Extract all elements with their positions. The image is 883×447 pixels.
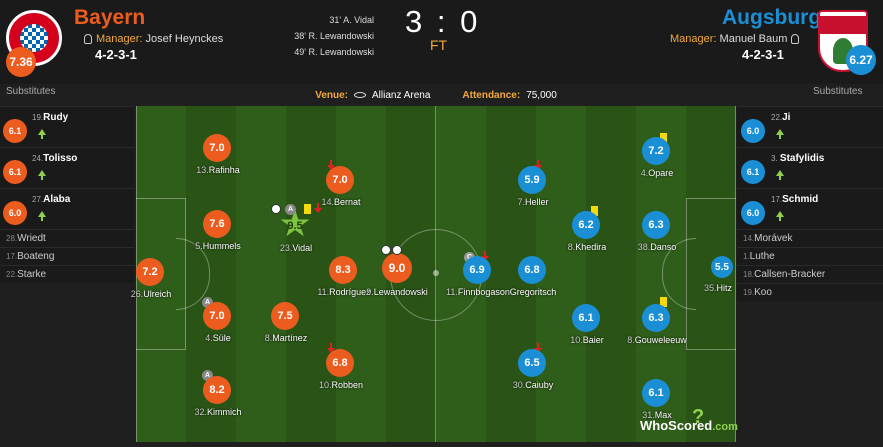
venue-bar: Venue: Allianz Arena Attendance: 75,000 <box>136 84 736 106</box>
away-subs-list: 6.0 22.Ji 6.1 3. Stafylidis 6.0 17.Schmi… <box>737 106 883 301</box>
home-subs-list: 6.1 19.Rudy 6.1 24.Tolisso 6.0 27.Alaba … <box>0 106 134 283</box>
sub-row[interactable]: 6.1 19.Rudy <box>0 106 134 147</box>
yellow-card-icon <box>591 206 598 216</box>
sub-row[interactable]: 6.0 22.Ji <box>737 106 883 147</box>
match-status: FT <box>430 37 448 53</box>
goal-item: 38' R. Lewandowski <box>294 31 374 41</box>
sub-out-icon <box>327 160 335 170</box>
attendance-value: 75,000 <box>526 89 557 101</box>
away-subs-header: Substitutes <box>813 86 863 97</box>
sub-row[interactable]: 6.1 3. Stafylidis <box>737 147 883 188</box>
away-team-name[interactable]: Augsburg <box>722 6 822 29</box>
yellow-card-icon <box>660 133 667 143</box>
sub-in-icon <box>776 170 784 180</box>
sub-rating: 6.0 <box>741 201 765 225</box>
goal-ball-icon <box>392 245 402 255</box>
score: 3 : 0 <box>405 4 481 39</box>
sub-out-icon <box>327 343 335 353</box>
yellow-card-icon <box>304 204 311 214</box>
goal-ball-icon <box>271 204 281 214</box>
sub-in-icon <box>776 211 784 221</box>
attendance-label: Attendance: <box>462 89 521 101</box>
away-formation: 4-2-3-1 <box>742 47 784 62</box>
yellow-card-icon <box>660 297 667 307</box>
goal-item: 31' A. Vidal <box>329 15 374 25</box>
goal-list: 31' A. Vidal 38' R. Lewandowski 49' R. L… <box>280 12 374 60</box>
sub-in-icon <box>38 129 46 139</box>
unused-sub[interactable]: 14.Morávek <box>737 229 883 247</box>
sub-rating: 6.1 <box>741 160 765 184</box>
sub-in-icon <box>38 211 46 221</box>
captain-badge: A <box>202 297 213 308</box>
player-vidal[interactable]: 9.5 23.Vidal <box>251 209 341 262</box>
match-header: 7.36 Bayern Manager: Josef Heynckes 4-2-… <box>0 0 883 84</box>
sub-row[interactable]: 6.0 17.Schmid <box>737 188 883 229</box>
whoscored-logo[interactable]: WhoScored.com <box>640 418 738 433</box>
home-formation: 4-2-3-1 <box>95 47 137 62</box>
sub-row[interactable]: 6.0 27.Alaba <box>0 188 134 229</box>
goal-ball-icon <box>381 245 391 255</box>
centre-spot <box>433 270 439 276</box>
sub-rating: 6.0 <box>3 201 27 225</box>
venue-name: Allianz Arena <box>372 89 431 101</box>
home-team-name[interactable]: Bayern <box>74 6 146 29</box>
whoscored-logo-icon: ? <box>692 406 705 428</box>
captain-badge: A <box>202 370 213 381</box>
sub-rating: 6.0 <box>741 119 765 143</box>
home-manager: Manager: Josef Heynckes <box>80 33 223 45</box>
unused-sub[interactable]: 28.Wriedt <box>0 229 134 247</box>
unused-sub[interactable]: 18.Callsen-Bracker <box>737 265 883 283</box>
unused-sub[interactable]: 19.Koo <box>737 283 883 301</box>
away-manager: Manager: Manuel Baum <box>670 33 803 45</box>
goal-item: 49' R. Lewandowski <box>294 47 374 57</box>
sub-in-icon <box>776 129 784 139</box>
home-subs-header: Substitutes <box>6 86 56 97</box>
sub-rating: 6.1 <box>3 160 27 184</box>
unused-sub[interactable]: 22.Starke <box>0 265 134 283</box>
unused-sub[interactable]: 1.Luthe <box>737 247 883 265</box>
home-team-rating: 7.36 <box>6 47 36 77</box>
manager-icon <box>84 34 92 45</box>
captain-badge: A <box>285 204 296 215</box>
sub-row[interactable]: 6.1 24.Tolisso <box>0 147 134 188</box>
sub-rating: 6.1 <box>3 119 27 143</box>
sub-in-icon <box>38 170 46 180</box>
sub-out-icon <box>314 203 322 213</box>
away-team-rating: 6.27 <box>846 45 876 75</box>
manager-icon <box>791 34 800 45</box>
venue-label: Venue: <box>315 89 349 101</box>
stadium-icon <box>354 92 367 98</box>
unused-sub[interactable]: 17.Boateng <box>0 247 134 265</box>
